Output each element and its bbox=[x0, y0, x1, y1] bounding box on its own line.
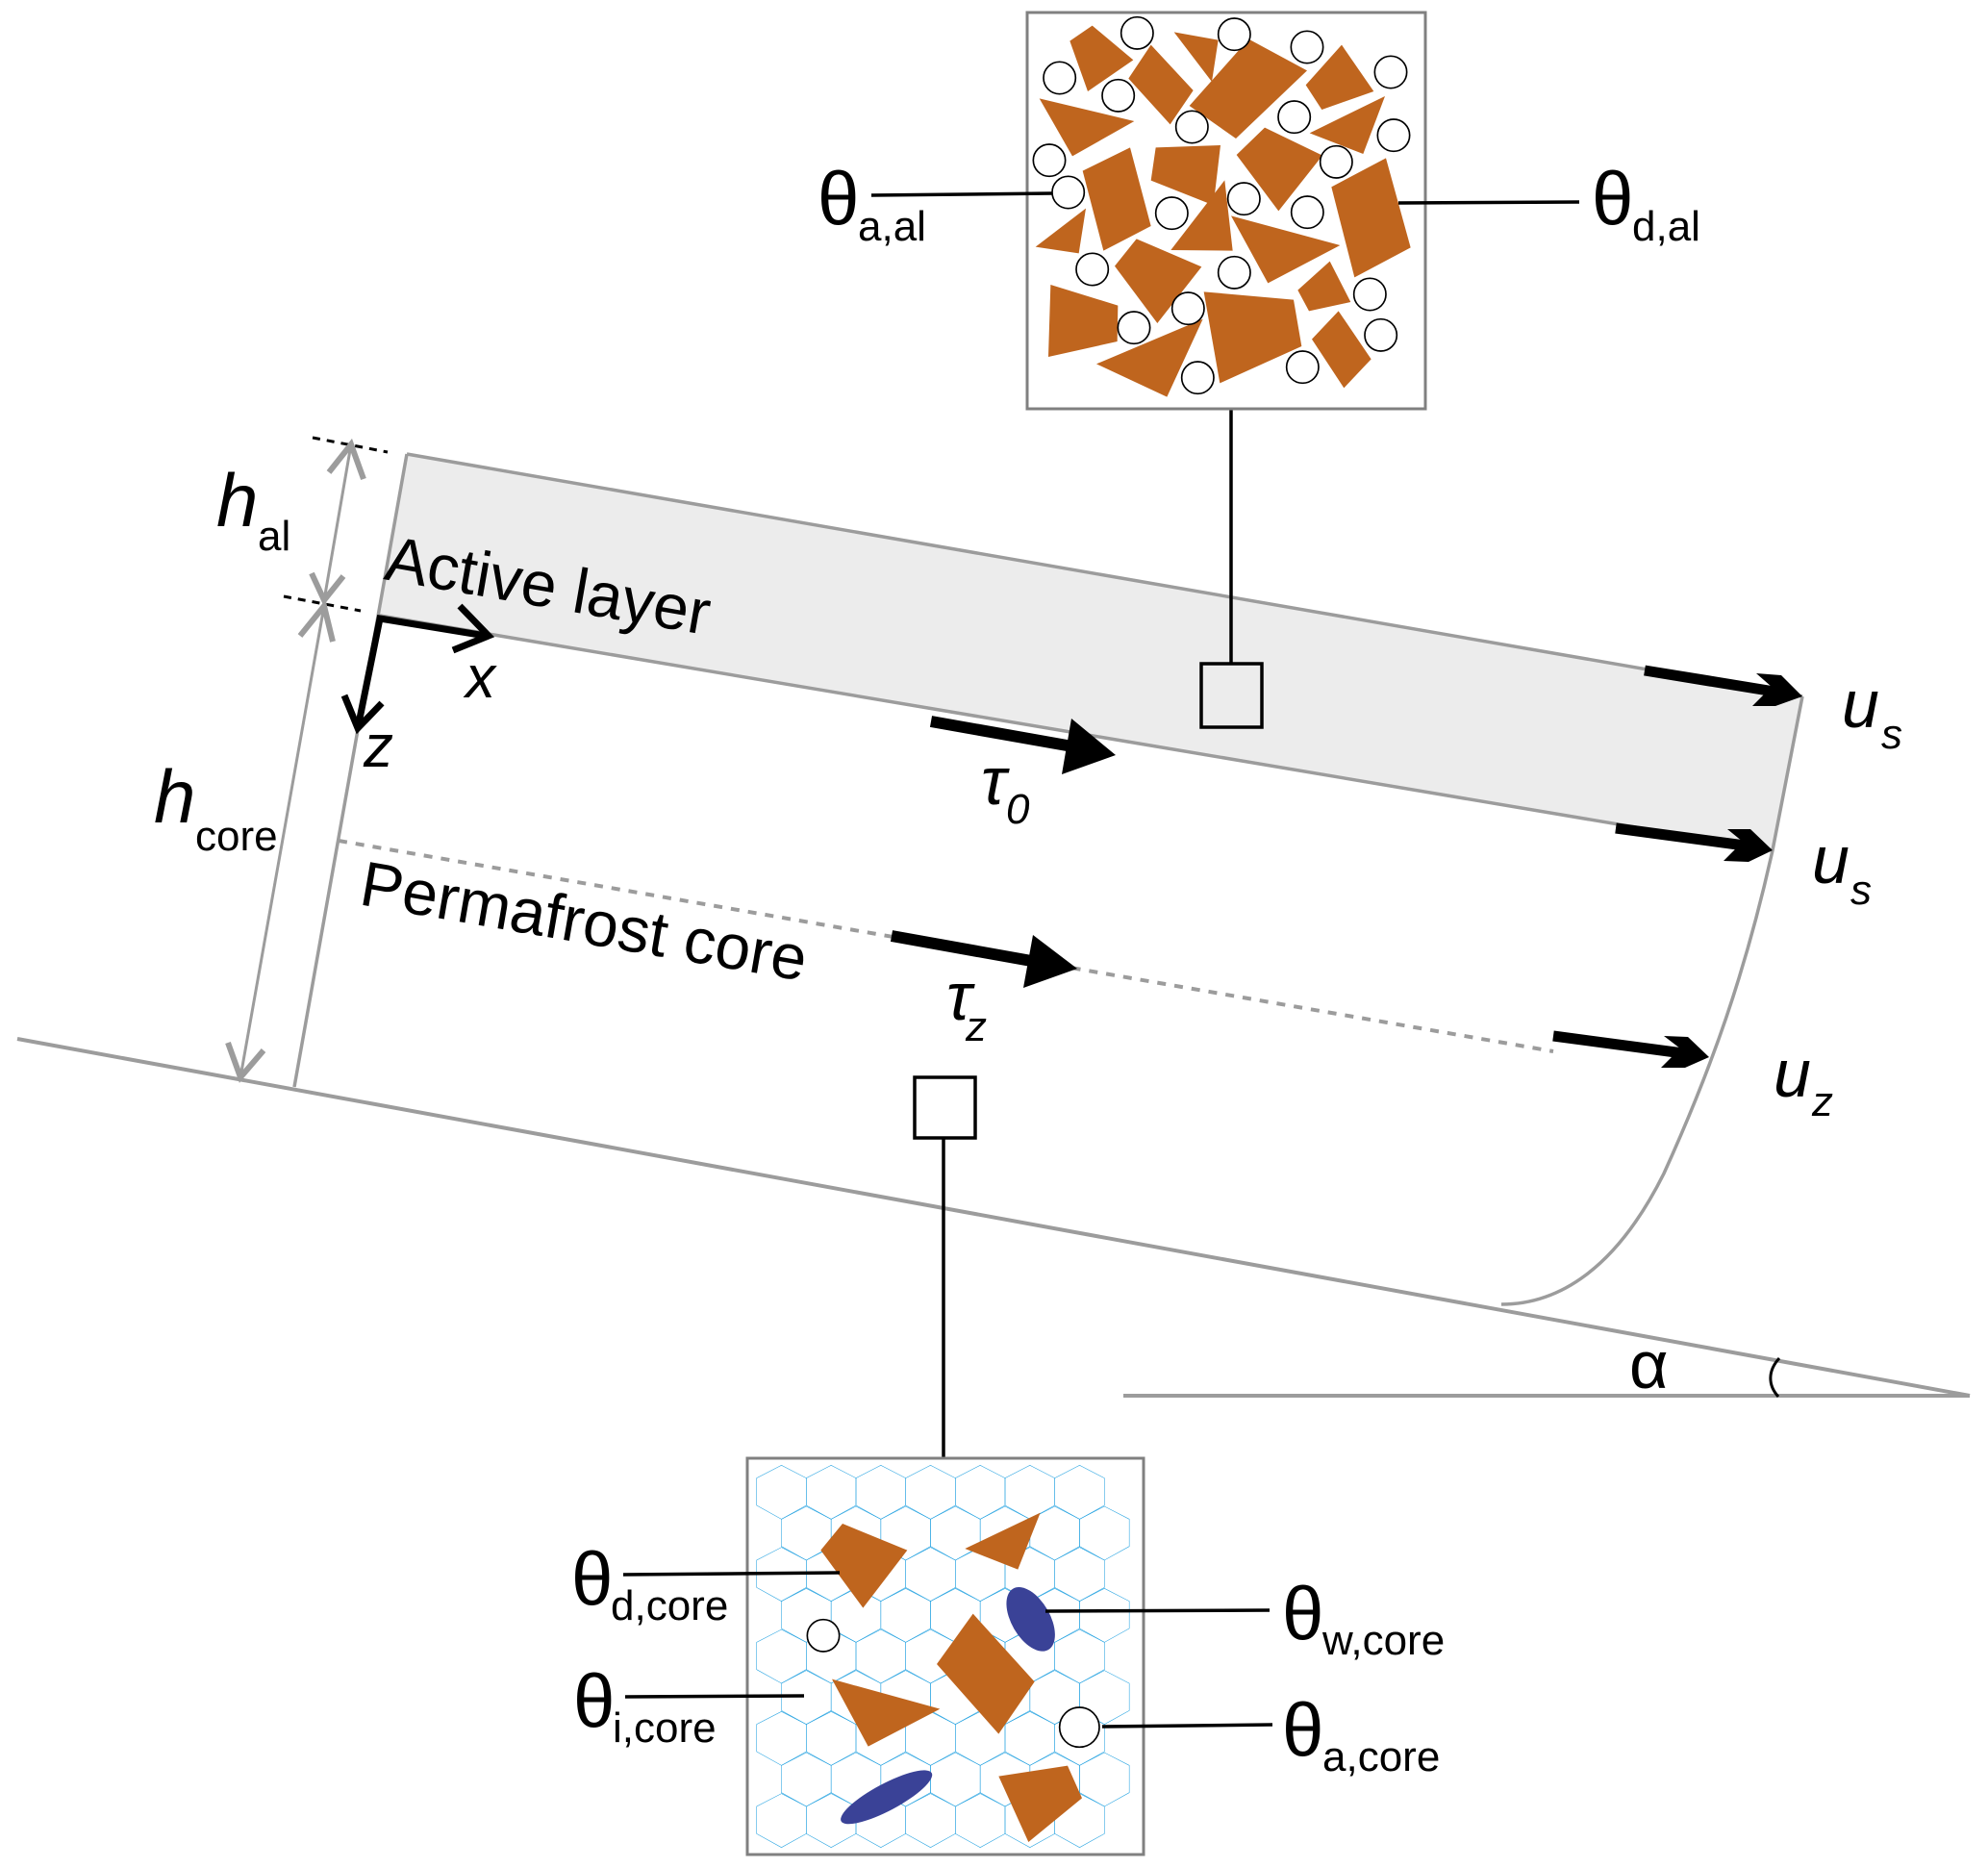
active-layer-inset[interactable] bbox=[870, 11, 1580, 411]
active-layer-band bbox=[380, 454, 1802, 850]
theta-a-core-leader bbox=[1101, 1723, 1273, 1729]
svg-text:τ: τ bbox=[946, 959, 975, 1034]
permafrost-boundary-dashed bbox=[338, 839, 1554, 1053]
svg-text:θ: θ bbox=[1282, 1687, 1323, 1772]
svg-text:a,al: a,al bbox=[858, 203, 926, 250]
velocity-arrow-surface bbox=[1644, 665, 1802, 706]
svg-text:a,core: a,core bbox=[1322, 1733, 1440, 1780]
theta-a-al-label: θ a,al bbox=[818, 156, 926, 250]
tau-0-label: τ 0 bbox=[981, 744, 1030, 833]
core-sample-marker[interactable] bbox=[913, 1075, 977, 1140]
svg-text:θ: θ bbox=[818, 156, 859, 240]
core-inset[interactable] bbox=[622, 1456, 1273, 1856]
core-inset-content bbox=[756, 1465, 1130, 1848]
svg-text:h: h bbox=[154, 754, 195, 839]
ice-hexagon bbox=[1054, 1547, 1105, 1602]
h-al-dimension-arrow bbox=[309, 438, 366, 606]
svg-text:w,core: w,core bbox=[1321, 1617, 1445, 1664]
theta-i-core-leader bbox=[624, 1694, 805, 1699]
svg-text:θ: θ bbox=[1592, 156, 1633, 240]
h-core-dimension-arrow bbox=[225, 599, 336, 1083]
ice-hexagon bbox=[1079, 1505, 1130, 1561]
tau-0-arrow bbox=[929, 716, 1116, 774]
tau-z-label: τ z bbox=[946, 959, 987, 1050]
svg-text:θ: θ bbox=[1282, 1571, 1323, 1655]
svg-text:core: core bbox=[195, 813, 278, 860]
active-layer-inset-particles bbox=[1032, 15, 1411, 397]
h-al-label: h al bbox=[216, 458, 290, 560]
ice-hexagon bbox=[1054, 1465, 1105, 1520]
theta-a-al-leader bbox=[870, 191, 1053, 197]
coordinate-axes bbox=[340, 603, 495, 735]
ice-hexagon bbox=[1054, 1628, 1105, 1684]
h-core-label: h core bbox=[154, 754, 278, 860]
velocity-arrow-core bbox=[1552, 1030, 1709, 1068]
tau-z-arrow bbox=[890, 930, 1077, 988]
svg-text:al: al bbox=[258, 513, 290, 560]
slope-angle-arc bbox=[1769, 1356, 1781, 1399]
slope-angle-label: α bbox=[1629, 1327, 1668, 1402]
active-layer-left-edge bbox=[292, 453, 409, 1088]
theta-d-al-label: θ d,al bbox=[1592, 156, 1700, 250]
svg-text:z: z bbox=[965, 1003, 987, 1050]
svg-text:θ: θ bbox=[573, 1658, 615, 1743]
x-axis-label: x bbox=[463, 644, 497, 711]
svg-text:z: z bbox=[1811, 1078, 1833, 1125]
h-al-guide-bottom bbox=[283, 594, 362, 613]
svg-text:i,core: i,core bbox=[613, 1704, 717, 1752]
svg-text:u: u bbox=[1842, 667, 1879, 742]
z-axis-label: z bbox=[363, 714, 393, 780]
velocity-label-active-base: u s bbox=[1812, 822, 1872, 914]
active-layer-top-edge bbox=[406, 452, 1803, 698]
h-al-guide-top bbox=[312, 436, 389, 454]
svg-text:u: u bbox=[1812, 822, 1850, 897]
bedrock-slope-line bbox=[16, 1037, 1971, 1398]
svg-text:d,al: d,al bbox=[1632, 203, 1700, 250]
svg-text:τ: τ bbox=[981, 744, 1010, 819]
theta-d-al-leader bbox=[1397, 200, 1580, 205]
svg-text:d,core: d,core bbox=[611, 1582, 728, 1629]
ice-hexagon bbox=[1079, 1752, 1130, 1807]
svg-text:h: h bbox=[216, 458, 258, 543]
velocity-label-core: u z bbox=[1774, 1036, 1833, 1125]
permafrost-core-label: Permafrost core bbox=[356, 847, 813, 995]
svg-text:θ: θ bbox=[571, 1536, 613, 1621]
theta-w-core-leader bbox=[1044, 1608, 1271, 1613]
theta-d-core-label: θ d,core bbox=[571, 1536, 728, 1629]
svg-text:s: s bbox=[1850, 867, 1872, 914]
svg-text:u: u bbox=[1774, 1036, 1811, 1111]
ice-hexagon bbox=[1079, 1588, 1130, 1643]
velocity-profile-curve bbox=[1500, 695, 1804, 1306]
theta-a-core-label: θ a,core bbox=[1282, 1687, 1440, 1780]
theta-w-core-label: θ w,core bbox=[1282, 1571, 1445, 1664]
velocity-arrow-active-base bbox=[1615, 822, 1773, 862]
theta-d-core-leader bbox=[622, 1571, 841, 1577]
svg-text:s: s bbox=[1881, 711, 1902, 758]
svg-text:0: 0 bbox=[1006, 786, 1030, 833]
velocity-label-surface: u s bbox=[1842, 667, 1902, 758]
theta-i-core-label: θ i,core bbox=[573, 1658, 717, 1752]
